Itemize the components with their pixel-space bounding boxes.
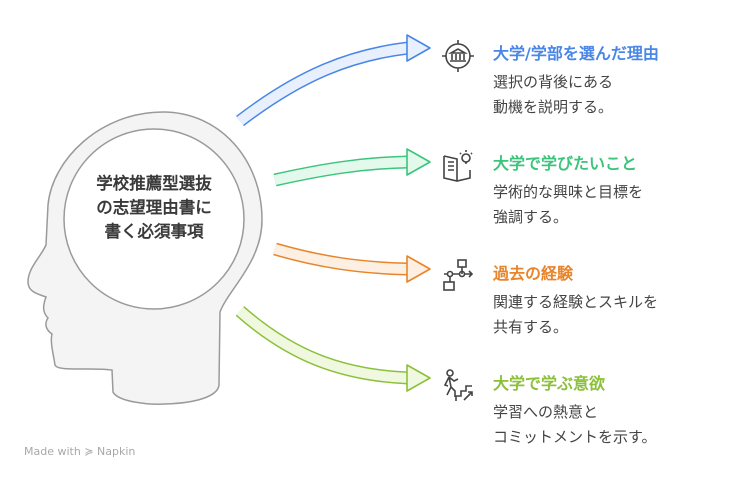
desc-line: 関連する経験とスキルを bbox=[493, 293, 659, 311]
item-desc: 学習への熱意と コミットメントを示す。 bbox=[493, 400, 657, 450]
desc-line: 強調する。 bbox=[493, 208, 569, 226]
university-icon bbox=[442, 40, 474, 72]
arrow bbox=[235, 306, 431, 392]
item-title: 過去の経験 bbox=[493, 264, 574, 283]
center-title: 学校推薦型選抜 の志望理由書に 書く必須事項 bbox=[64, 172, 244, 244]
center-title-line: の志望理由書に bbox=[96, 198, 212, 217]
center-title-line: 書く必須事項 bbox=[104, 222, 204, 241]
footer-brand: Napkin bbox=[97, 445, 136, 458]
desc-line: 学術的な興味と目標を bbox=[493, 183, 644, 201]
item-title: 大学/学部を選んだ理由 bbox=[493, 44, 659, 63]
desc-line: 動機を説明する。 bbox=[493, 98, 614, 116]
item-title: 大学で学びたいこと bbox=[493, 154, 638, 173]
item-desc: 学術的な興味と目標を 強調する。 bbox=[493, 180, 643, 230]
made-with-napkin: Made with ≽ Napkin bbox=[24, 445, 135, 458]
flowchart-icon bbox=[443, 259, 474, 291]
napkin-logo-icon: ≽ bbox=[84, 445, 94, 458]
desc-line: 共有する。 bbox=[493, 318, 569, 336]
inner-circle bbox=[63, 128, 245, 310]
person-climbing-stairs-icon bbox=[443, 369, 473, 401]
desc-line: 選択の背後にある bbox=[493, 73, 614, 91]
arrow bbox=[273, 148, 431, 187]
item-title: 大学で学ぶ意欲 bbox=[493, 374, 606, 393]
book-lightbulb-icon bbox=[443, 150, 473, 182]
center-title-line: 学校推薦型選抜 bbox=[96, 174, 212, 193]
desc-line: コミットメントを示す。 bbox=[493, 428, 657, 446]
item-desc: 選択の背後にある 動機を説明する。 bbox=[493, 70, 613, 120]
desc-line: 学習への熱意と bbox=[493, 403, 599, 421]
arrow bbox=[236, 34, 431, 127]
footer-text: Made with bbox=[24, 445, 81, 458]
arrow bbox=[273, 242, 431, 283]
item-desc: 関連する経験とスキルを 共有する。 bbox=[493, 290, 658, 340]
